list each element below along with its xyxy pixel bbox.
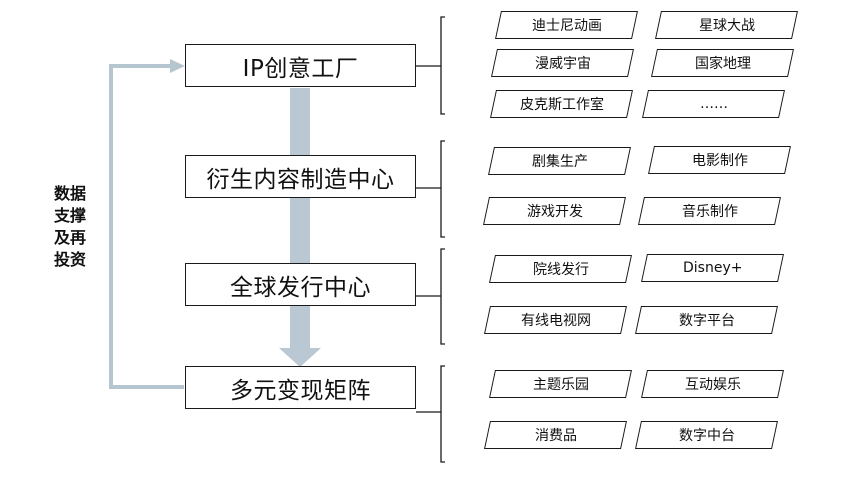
item-theatrical-release: 院线发行 [489,255,632,283]
item-series-production: 剧集生产 [488,147,631,175]
item-disney-animation: 迪士尼动画 [495,11,638,39]
item-national-geographic: 国家地理 [651,49,794,77]
feedback-arrowhead [170,59,185,73]
stage-global-distribution: 全球发行中心 [185,263,416,306]
bracket-stage-3 [433,248,445,345]
bracket-stage-2 [433,140,445,238]
item-digital-hub: 数字中台 [635,421,778,449]
stage-ip-factory: IP创意工厂 [185,44,416,87]
item-film-production: 电影制作 [648,146,791,174]
item-pixar-studio: 皮克斯工作室 [490,90,633,118]
stage-monetization-matrix: 多元变现矩阵 [185,366,416,409]
item-game-development: 游戏开发 [483,197,626,225]
side-label-data-support: 数据 支撑 及再 投资 [53,184,86,269]
item-marvel-universe: 漫威宇宙 [491,49,634,77]
item-digital-platform: 数字平台 [635,306,778,334]
feedback-loop-line [109,64,184,389]
stage-derivative-content: 衍生内容制造中心 [185,155,416,198]
bracket-stage-4 [433,365,445,463]
flow-arrow [279,88,321,367]
stage-label: 多元变现矩阵 [230,377,371,404]
stage-label: 全球发行中心 [230,274,371,301]
item-music-production: 音乐制作 [638,197,781,225]
item-star-wars: 星球大战 [655,11,798,39]
item-cable-network: 有线电视网 [484,306,627,334]
item-ellipsis: …… [642,90,785,118]
item-theme-parks: 主题乐园 [489,370,632,398]
item-consumer-products: 消费品 [484,421,627,449]
item-disney-plus: Disney+ [641,254,784,282]
stage-label: 衍生内容制造中心 [206,166,395,193]
item-interactive-entertainment: 互动娱乐 [641,370,784,398]
bracket-stage-1 [433,16,445,115]
stage-label: IP创意工厂 [242,55,359,82]
